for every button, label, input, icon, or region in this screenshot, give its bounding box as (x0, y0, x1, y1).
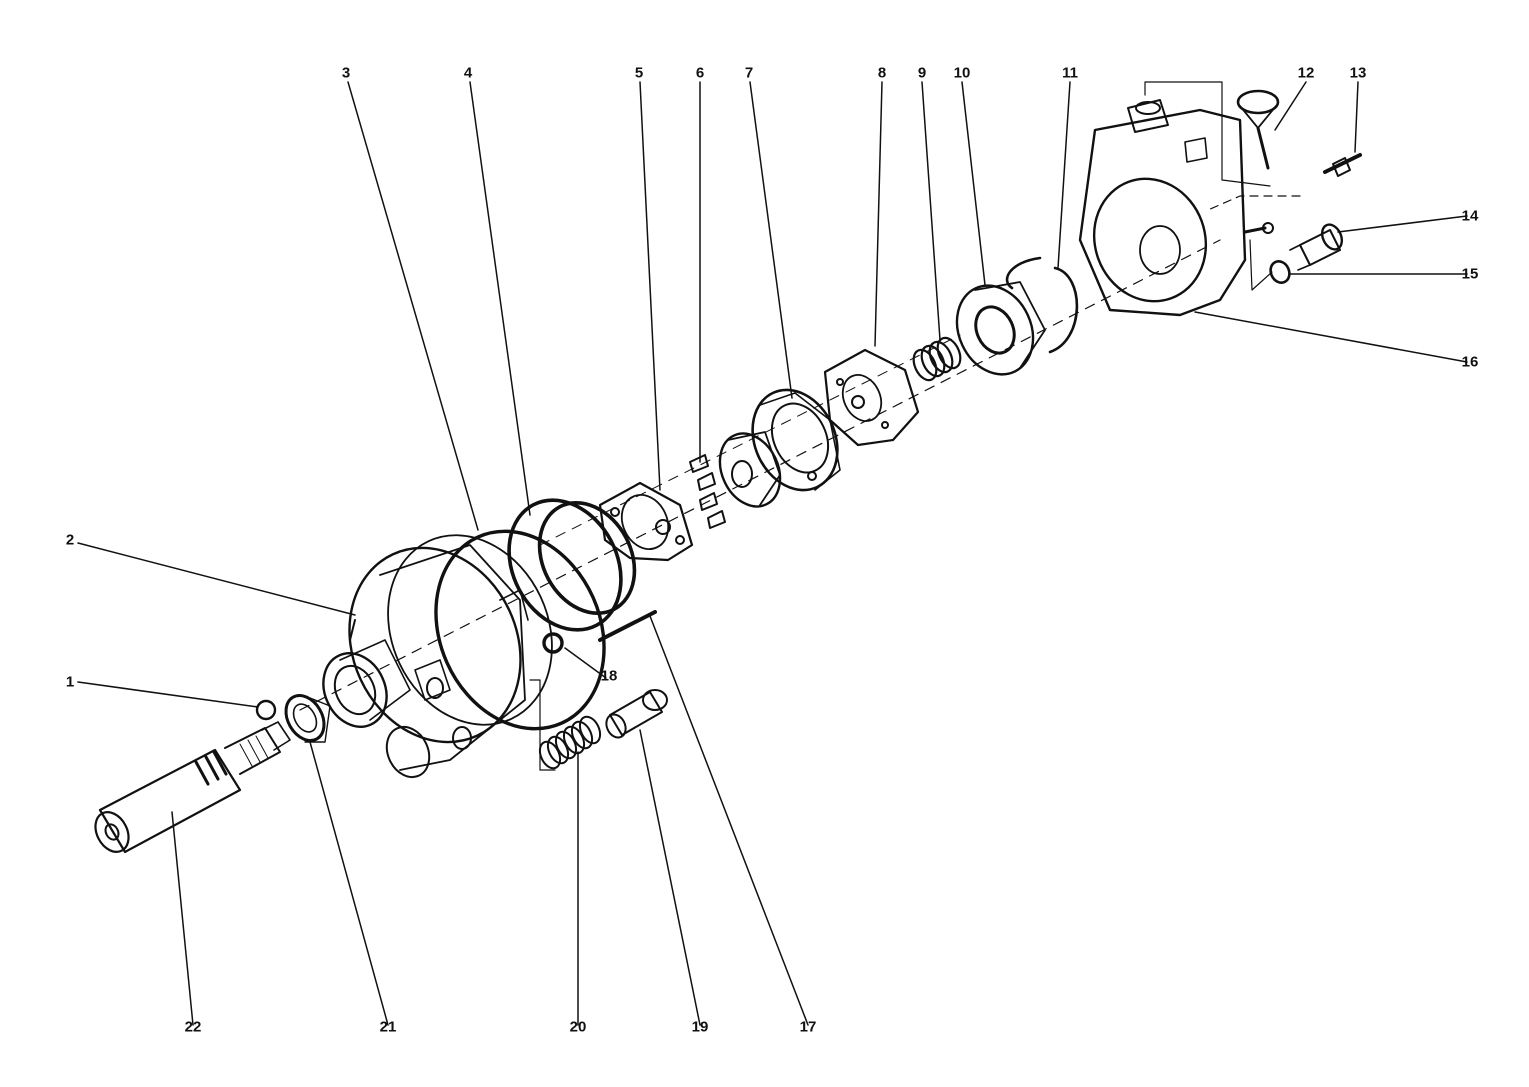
callout-14: 14 (1461, 207, 1479, 225)
part-10-end-plate (955, 281, 1046, 376)
part-2-pump-housing (322, 534, 553, 779)
leader-lines (77, 81, 1468, 1026)
part-15-o-ring (1269, 260, 1291, 284)
callout-4: 4 (463, 64, 473, 82)
callout-9: 9 (917, 64, 927, 82)
part-9-spring (912, 336, 962, 382)
callout-2: 2 (65, 531, 75, 549)
part-5-pressure-plate (598, 481, 694, 562)
part-12-filler-cap (1236, 89, 1280, 170)
callout-18: 18 (600, 667, 618, 685)
callout-16: 16 (1461, 353, 1479, 371)
reference-lines (1144, 81, 1301, 291)
part-7-cam-ring (751, 388, 841, 492)
part-4-o-ring (507, 498, 623, 632)
callout-20: 20 (569, 1018, 587, 1036)
part-14-fitting (1289, 223, 1344, 271)
valve-reference-line (529, 679, 556, 771)
rotor (718, 431, 782, 508)
callout-22: 22 (184, 1018, 202, 1036)
callout-19: 19 (691, 1018, 709, 1036)
part-8-thrust-plate (823, 348, 920, 447)
callout-10: 10 (953, 64, 971, 82)
callout-12: 12 (1297, 64, 1315, 82)
callout-1: 1 (65, 673, 75, 691)
part-11-retaining-ring (1005, 256, 1079, 354)
part-17-dowel-pin (598, 610, 657, 642)
callout-8: 8 (877, 64, 887, 82)
part-20-valve-spring (538, 715, 602, 770)
part-18-small-o-ring (542, 632, 564, 654)
callout-15: 15 (1461, 265, 1479, 283)
assembly-centerline (299, 239, 1221, 711)
callout-21: 21 (379, 1018, 397, 1036)
callout-17: 17 (799, 1018, 817, 1036)
dowel-centerline (539, 334, 961, 546)
callout-6: 6 (695, 64, 705, 82)
part-3-housing-o-ring (434, 529, 606, 731)
callout-11: 11 (1062, 64, 1078, 82)
part-13-stud (1323, 153, 1362, 177)
part-22-drive-shaft (94, 721, 291, 854)
part-19-flow-control-valve (605, 689, 668, 739)
part-21-shaft-seal (284, 694, 331, 743)
part-16-reservoir (1078, 99, 1274, 317)
callout-7: 7 (744, 64, 754, 82)
part-1-retaining-ring (255, 699, 277, 721)
callout-3: 3 (341, 64, 351, 82)
callout-13: 13 (1349, 64, 1367, 82)
callout-5: 5 (634, 64, 644, 82)
part-4-o-ring-rear (537, 500, 637, 616)
